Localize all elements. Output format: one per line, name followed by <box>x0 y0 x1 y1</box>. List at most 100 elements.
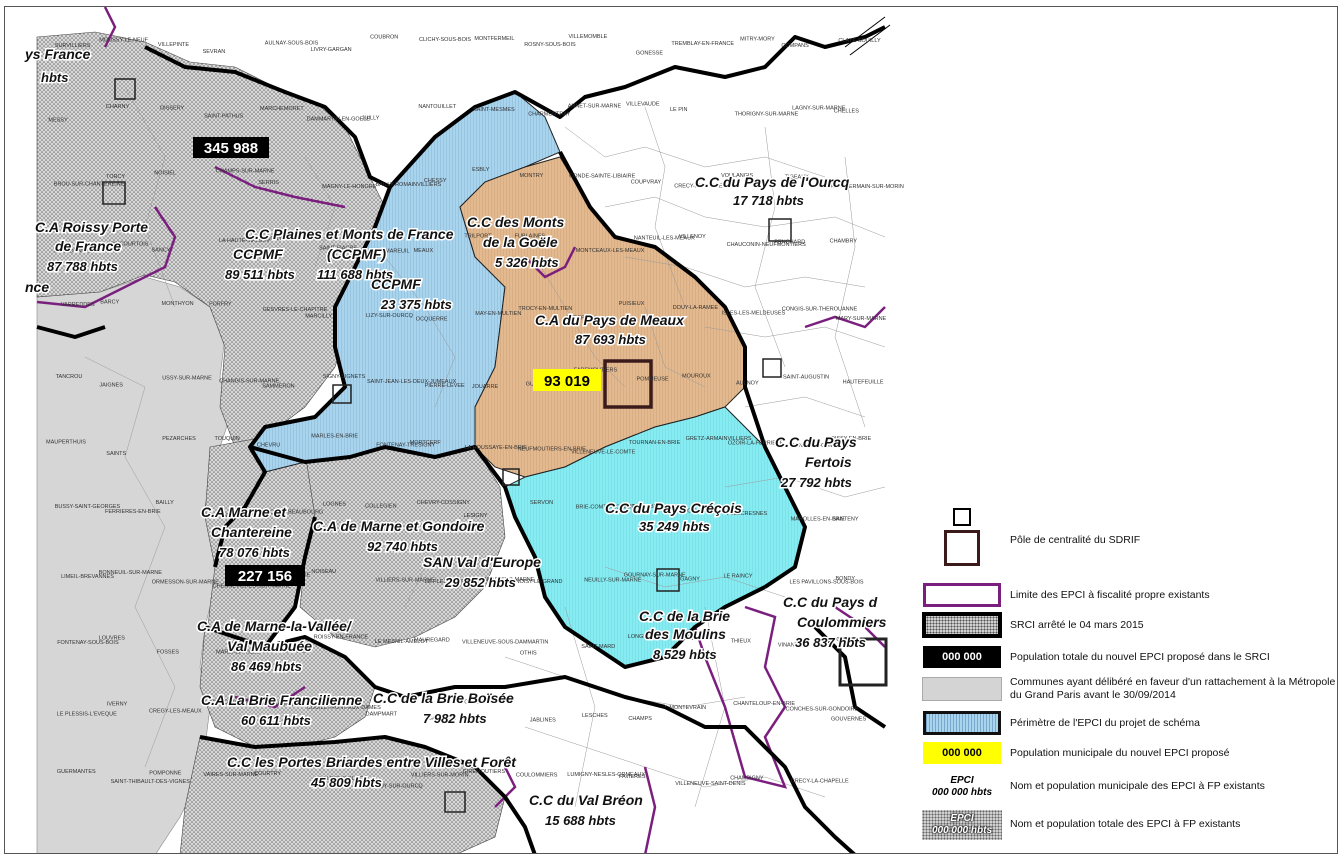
commune-label: MAUREGARD <box>414 637 450 643</box>
commune-label: GRETZ-ARMAINVILLIERS <box>686 436 752 442</box>
commune-labels: SURVILLIERSMOUSSY-LE-NEUFVILLEPINTESEVRA… <box>46 34 904 789</box>
commune-label: LE PLESSIS-L'EVEQUE <box>57 712 117 718</box>
legend-row-epci-limit: Limite des EPCI à fiscalité propre exist… <box>910 580 1337 610</box>
commune-label: CHARNY <box>106 104 130 110</box>
epci-ourcq-pop: 17 718 hbts <box>733 193 804 208</box>
commune-label: CLAYE-SOUILLY <box>838 38 881 44</box>
legend-large-square-icon <box>910 530 1014 566</box>
commune-label: LONGPERRIER <box>628 634 668 640</box>
commune-label: LUMIGNY-NESLES-ORMEAUX <box>567 772 645 778</box>
commune-label: FORFRY <box>209 302 232 308</box>
epci-coulommiers-pop: 36 837 hbts <box>795 635 866 650</box>
commune-label: CRECY-LA-CHAPELLE <box>791 778 849 784</box>
epci-boisee-pop: 7 982 hbts <box>423 711 487 726</box>
commune-label: ETREPILLY <box>567 316 597 322</box>
commune-label: BONNEUIL-SUR-MARNE <box>99 570 163 576</box>
legend-row-srci: SRCI arrêté le 04 mars 2015 <box>910 610 1337 640</box>
commune-label: BOISSY-SAINT-LEGER <box>684 509 742 515</box>
legend-row-epci-total: EPCI 000 000 hbts Nom et population tota… <box>910 808 1337 842</box>
commune-label: GESVRES-LE-CHAPITRE <box>263 307 328 313</box>
commune-label: VAIRES-SUR-MARNE <box>203 772 258 778</box>
commune-label: MONTHYON <box>162 301 194 307</box>
commune-label: VILLENEUVE-SOUS-DAMMARTIN <box>462 639 548 645</box>
commune-label: QUINCY-VOISINS <box>210 700 255 706</box>
commune-label: NEUFMOUTIERS-EN-BRIE <box>518 446 586 452</box>
legend-pole-text: Pôle de centralité du SDRIF <box>1010 534 1141 546</box>
epci-partial-pop: hbts <box>41 70 68 85</box>
epci-portes-briardes-name: C.C les Portes Briardes entre Villes et … <box>227 754 517 770</box>
epci-val-europe-name: SAN Val d'Europe <box>423 554 541 570</box>
commune-label: SAINT-FIACRE <box>319 246 357 252</box>
commune-label: VARREDDES <box>61 302 95 308</box>
epci-ccpmf-east-name: CCPMF <box>371 276 421 292</box>
map-canvas[interactable]: SURVILLIERSMOUSSY-LE-NEUFVILLEPINTESEVRA… <box>5 7 1338 854</box>
commune-label: VILLEMOMBLE <box>569 34 608 40</box>
commune-label: ESBLY <box>472 167 490 173</box>
epci-brie-francilienne-name: C.A La Brie Francilienne <box>201 692 363 708</box>
legend-purple-outline-icon <box>910 580 1014 610</box>
commune-label: MITRY-MORY <box>740 36 775 42</box>
commune-label: OCQUERRE <box>416 316 448 322</box>
commune-label: BUSSY-SAINT-GEORGES <box>55 504 121 510</box>
commune-label: ROISSY-EN-FRANCE <box>314 635 369 641</box>
commune-label: LA HOUSSAYE-EN-BRIE <box>465 445 528 451</box>
commune-label: TREMBLAY-EN-FRANCE <box>671 41 734 47</box>
legend-small-square-icon <box>910 502 1014 532</box>
commune-label: FERRIERES-EN-BRIE <box>105 509 161 515</box>
epci-fertois-pop: 27 792 hbts <box>780 475 852 490</box>
commune-label: VINANTES <box>778 642 806 648</box>
commune-label: FONTENAY-TRESIGNY <box>376 442 435 448</box>
commune-label: BONDY <box>836 576 856 582</box>
legend-grey-box-icon <box>910 674 1014 704</box>
commune-label: FUBLAINES <box>515 233 546 239</box>
legend-row-pole: Pôle de centralité du SDRIF <box>910 530 1337 566</box>
commune-label: SAINT-THIBAULT-DES-VIGNES <box>111 779 191 785</box>
epci-maubuee-pop: 86 469 hbts <box>231 659 302 674</box>
epci-crecois-name: C.C du Pays Créçois <box>605 500 742 516</box>
commune-label: LOUVRES <box>99 636 126 642</box>
commune-label: PONTAULT-COMBAULT <box>791 443 852 449</box>
epci-roissy-name-2: de France <box>55 238 121 254</box>
commune-label: MEAUX <box>414 248 434 254</box>
legend-total-pop-text: Population totale du nouvel EPCI proposé… <box>1010 651 1270 663</box>
commune-label: TOURNAN-EN-BRIE <box>629 440 681 446</box>
commune-label: GRESSY <box>836 637 859 643</box>
commune-label: COUPVRAY <box>631 180 662 186</box>
commune-label: CHEVRU <box>257 443 280 449</box>
commune-label: VILLECRESNES <box>726 511 768 517</box>
commune-label: MARCHEMORET <box>260 106 304 112</box>
legend-epci-dotted-icon: EPCI 000 000 hbts <box>910 808 1014 842</box>
commune-label: LE PLESSIS-TREVISE <box>425 579 482 585</box>
commune-label: VILLEMAREUIL <box>370 249 409 255</box>
commune-label: CHENNEVIERES-SUR-MARNE <box>213 584 292 590</box>
commune-label: VILLIERS-SUR-MORIN <box>411 773 469 779</box>
epci-portes-briardes-pop: 45 809 hbts <box>310 775 382 790</box>
commune-label: SERRIS <box>258 180 279 186</box>
epci-goele-name-2: de la Goële <box>483 234 558 250</box>
commune-label: COLLEGIEN <box>365 504 397 510</box>
commune-label: COULOMMIERS <box>516 772 558 778</box>
commune-label: CHELLES <box>834 109 859 115</box>
commune-label: SANTENY <box>833 517 859 523</box>
commune-label: CHALIFERT <box>464 700 495 706</box>
commune-label: BARCY <box>100 300 119 306</box>
epci-roissy-name-1: C.A Roissy Porte <box>35 219 148 235</box>
epci-val-europe-pop: 29 852 hbts <box>444 575 516 590</box>
epci-chantereine-pop: 78 076 hbts <box>219 545 290 560</box>
commune-label: LAGNY-SUR-MARNE <box>792 106 846 112</box>
epci-boisee-name: C.C de la Brie Boïsée <box>373 690 514 706</box>
epci-breon-name: C.C du Val Bréon <box>529 792 643 808</box>
commune-label: SAINT-MESMES <box>473 107 515 113</box>
legend-row-municipal-pop: 000 000 Population municipale du nouvel … <box>910 738 1337 768</box>
commune-label: CHANGIS-SUR-MARNE <box>219 379 280 385</box>
commune-label: SAINT-JEAN-LES-DEUX-JUMEAUX <box>367 379 457 385</box>
commune-label: COUBRON <box>370 34 398 40</box>
commune-label: CRECY-LA-CHAPELLE <box>674 184 732 190</box>
commune-label: CREGY-LES-MEAUX <box>149 708 202 714</box>
commune-label: GOUSSAINVILLE <box>262 649 306 655</box>
commune-label: LE PIN <box>670 107 687 113</box>
commune-label: SAMMERON <box>262 384 294 390</box>
commune-label: CHAUCONIN-NEUFMONTIERS <box>727 242 806 248</box>
commune-label: COURTRY <box>254 771 281 777</box>
commune-label: OTHIS <box>520 651 537 657</box>
